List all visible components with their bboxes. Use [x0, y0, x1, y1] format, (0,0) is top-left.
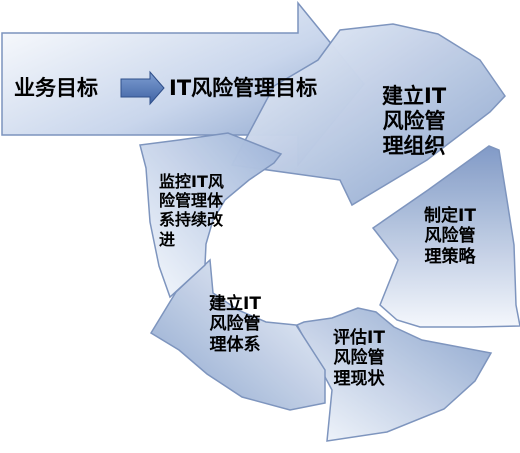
- step-improve-line-1: 监控IT风: [159, 172, 224, 191]
- step-org-line-3: 理组织: [382, 134, 446, 159]
- step-strategy-line-2: 风险管: [424, 226, 476, 247]
- step-system-line-3: 理体系: [209, 334, 261, 355]
- step-system-line-2: 风险管: [209, 314, 261, 335]
- step-strategy-arrow: [371, 145, 520, 328]
- step-assess-line-3: 理现状: [333, 368, 385, 389]
- step-system-line-1: 建立IT: [209, 294, 261, 314]
- banner-right-label: IT风险管理目标: [169, 76, 318, 100]
- step-org-label: 建立IT 风险管 理组织: [382, 84, 446, 160]
- step-strategy-line-3: 理策略: [424, 246, 476, 267]
- banner-link-arrow: [120, 70, 165, 106]
- step-strategy-line-1: 制定IT: [424, 206, 476, 226]
- step-improve-line-3: 系持续改: [159, 210, 224, 230]
- step-assess-line-1: 评估IT: [333, 328, 385, 348]
- step-org-arrow: [230, 23, 506, 207]
- step-strategy-label: 制定IT 风险管 理策略: [424, 206, 476, 267]
- banner-left-label: 业务目标: [14, 76, 98, 100]
- step-improve-arrow: [139, 132, 283, 299]
- step-assess-arrow: [295, 307, 493, 442]
- step-system-label: 建立IT 风险管 理体系: [209, 294, 261, 355]
- step-assess-label: 评估IT 风险管 理现状: [333, 328, 385, 389]
- step-improve-line-2: 险管理体: [159, 191, 224, 211]
- step-assess-line-2: 风险管: [333, 348, 385, 369]
- step-improve-line-4: 进: [159, 229, 176, 249]
- step-improve-label: 监控IT风 险管理体 系持续改 进: [159, 172, 224, 249]
- step-org-line-2: 风险管: [382, 109, 446, 134]
- step-org-line-1: 建立IT: [382, 84, 447, 108]
- step-system-arrow: [149, 258, 326, 411]
